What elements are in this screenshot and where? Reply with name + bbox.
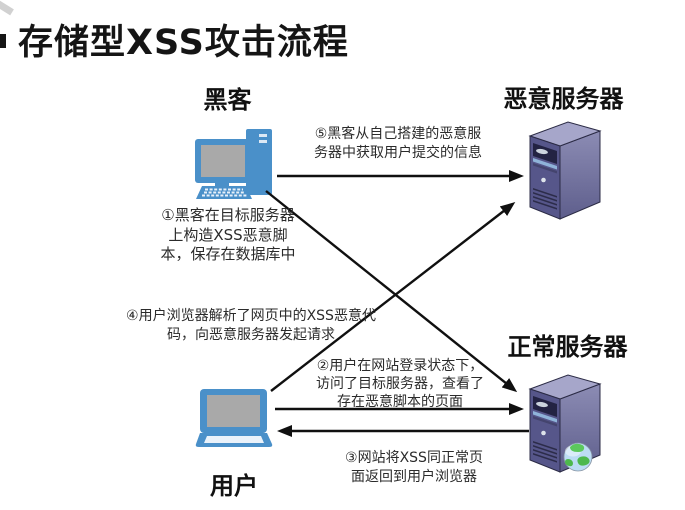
annotation-line: ⑤黑客从自己搭建的恶意服: [314, 126, 482, 142]
edge-artifact-square: [0, 34, 6, 48]
globe-icon: [563, 442, 593, 472]
annotation-line: 码，向恶意服务器发起请求: [167, 327, 335, 343]
annotation-step3: ③网站将XSS同正常页 面返回到用户浏览器: [324, 449, 504, 487]
user-laptop-icon: [195, 389, 273, 447]
normal-server-label: 正常服务器: [507, 333, 628, 361]
malicious-server-icon: [529, 121, 601, 220]
annotation-line: 访问了目标服务器，查看了: [316, 376, 484, 392]
annotation-step2: ②用户在网站登录状态下， 访问了目标服务器，查看了 存在恶意脚本的页面: [296, 357, 504, 411]
edge-artifact-diagonal: [0, 0, 14, 16]
annotation-step5: ⑤黑客从自己搭建的恶意服 务器中获取用户提交的信息: [300, 125, 496, 163]
annotation-line: ②用户在网站登录状态下，: [316, 358, 484, 374]
malicious-server-label: 恶意服务器: [503, 85, 624, 113]
annotation-line: ④用户浏览器解析了网页中的XSS恶意代: [126, 308, 376, 324]
annotation-line: 务器中获取用户提交的信息: [314, 145, 482, 161]
annotation-step1: ①黑客在目标服务器 上构造XSS恶意脚 本，保存在数据库中: [148, 206, 308, 265]
user-label: 用户: [210, 472, 258, 500]
hacker-label: 黑客: [203, 86, 252, 114]
normal-server-icon: [529, 374, 601, 473]
annotation-step4: ④用户浏览器解析了网页中的XSS恶意代 码，向恶意服务器发起请求: [112, 307, 390, 345]
annotation-line: ③网站将XSS同正常页: [345, 450, 483, 466]
annotation-line: 存在恶意脚本的页面: [337, 394, 463, 410]
annotation-line: ①黑客在目标服务器: [161, 206, 295, 224]
annotation-line: 上构造XSS恶意脚: [168, 225, 288, 244]
annotation-line: 本，保存在数据库中: [160, 245, 296, 263]
hacker-desktop-computer-icon: [195, 129, 272, 199]
annotation-line: 面返回到用户浏览器: [351, 469, 477, 485]
page-title: 存储型XSS攻击流程: [18, 23, 349, 63]
